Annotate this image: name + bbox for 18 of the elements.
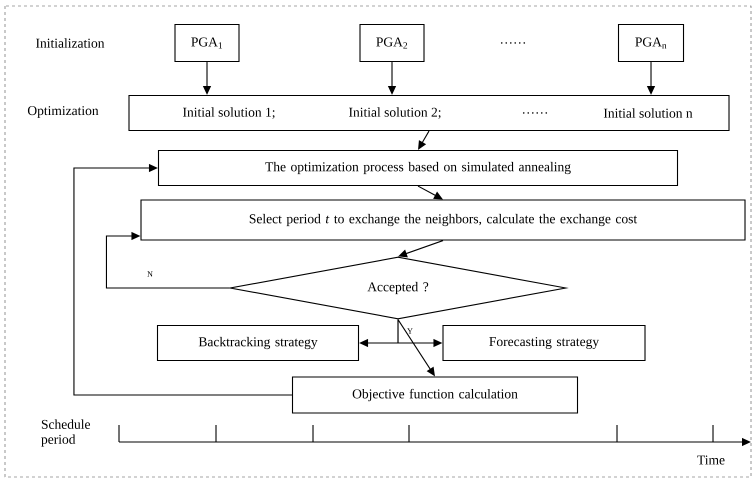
- axis-label: Time: [697, 455, 725, 465]
- process-box: Select period t to exchange the neighbors, calculate the exchange cost: [140, 199, 746, 241]
- process-box: Forecasting strategy: [442, 324, 646, 362]
- row-label: Optimization: [28, 106, 98, 118]
- process-box: Backtracking strategy: [156, 324, 360, 362]
- process-box: PGA$_{2}$: [359, 24, 425, 62]
- axis-label: Schedule period: [41, 419, 90, 447]
- process-box: PGA$_{n}$: [618, 24, 684, 62]
- process-box: PGA$_{1}$: [174, 24, 240, 62]
- row-label: Initialization: [36, 38, 104, 48]
- process-box: Objective function calculation: [292, 376, 578, 414]
- edge-label: N: [147, 271, 153, 277]
- process-box: Initial solution 1; Initial solution 2; …… Initial solution n: [128, 94, 730, 132]
- edge-label: Y: [407, 328, 413, 334]
- arrow: [106, 232, 230, 289]
- ellipsis: ……: [500, 42, 526, 44]
- process-box: The optimization process based on simulated annealing: [158, 150, 678, 186]
- arrow: [73, 164, 292, 396]
